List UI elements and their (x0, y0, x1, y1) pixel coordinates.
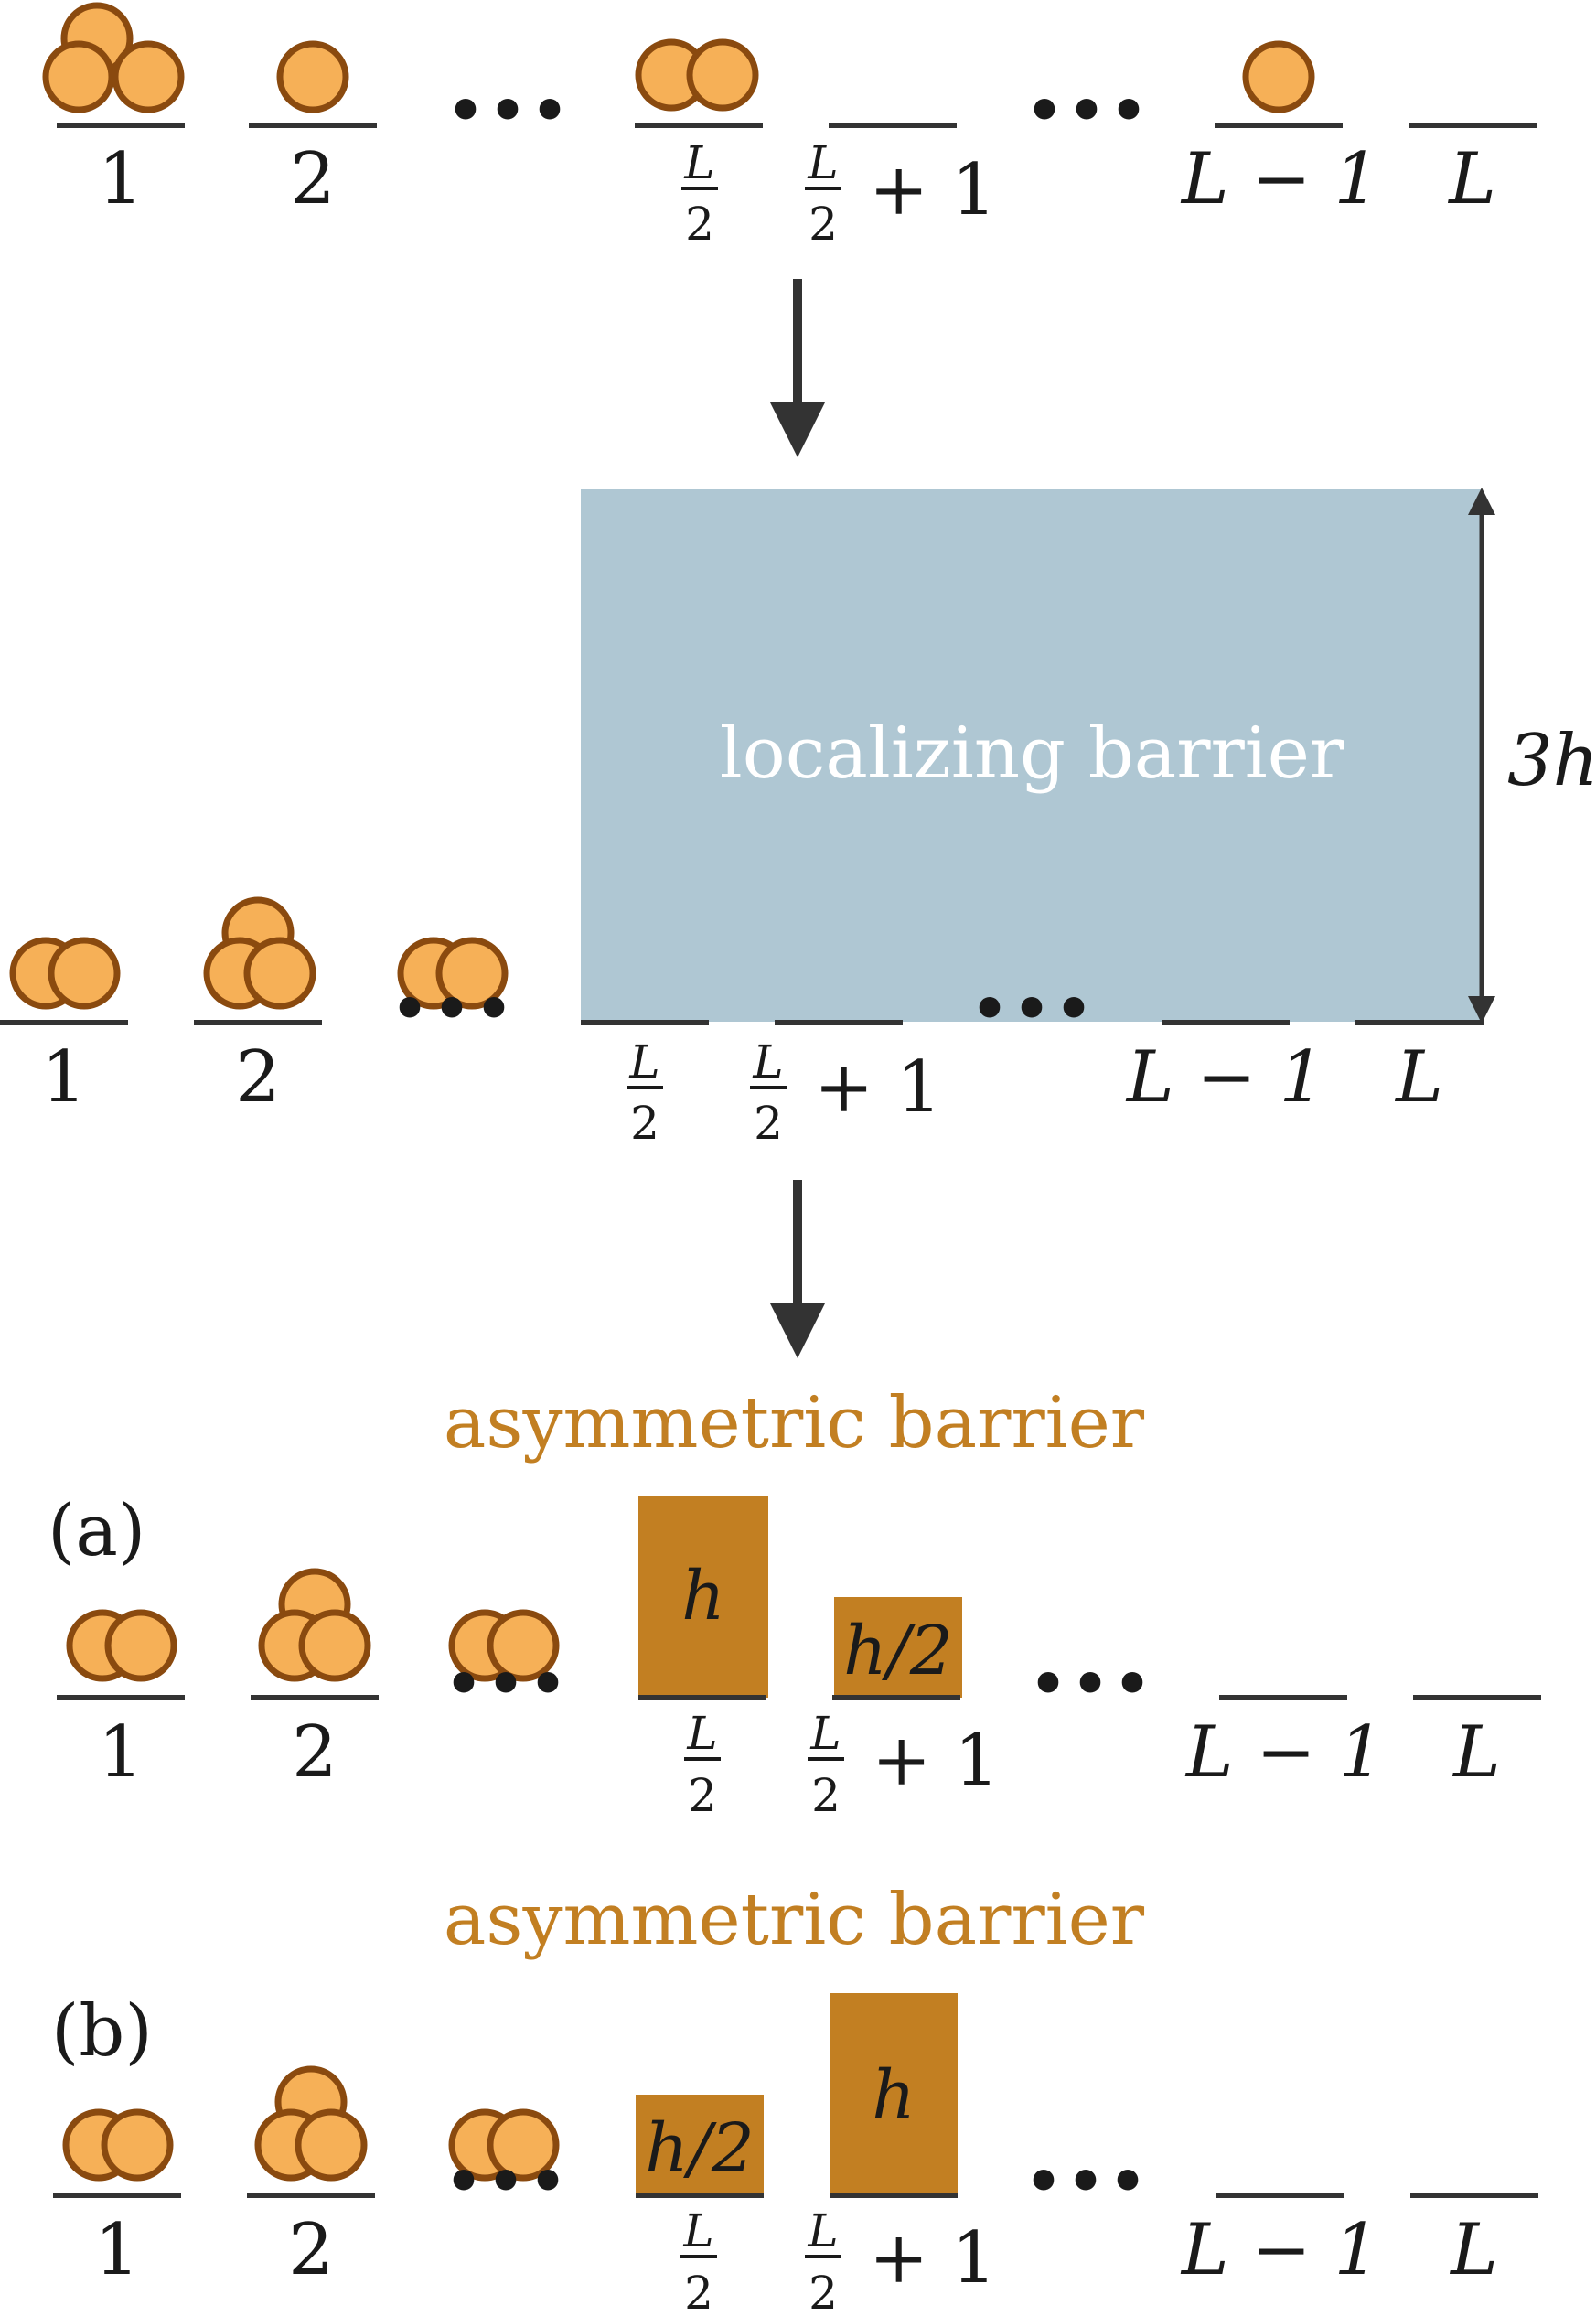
panel-a: asymmetric barrier (a) 1 2 ••• h L 2 h/2 (48, 1382, 1541, 1822)
site-1-particles (42, 2, 185, 113)
svg-text:L: L (686, 1707, 717, 1760)
ellipsis: ••• (969, 969, 1095, 1051)
particle (48, 937, 121, 1010)
svg-text:L: L (683, 136, 714, 189)
particle (101, 2108, 174, 2182)
svg-text:L: L (807, 2204, 838, 2257)
barrier-h-box (638, 1496, 768, 1698)
site-half-label: L 2 (684, 1707, 721, 1822)
particle (487, 2108, 560, 2182)
particle (298, 1609, 371, 1682)
panel-b-label: (b) (51, 1990, 153, 2073)
svg-text:L: L (752, 1035, 783, 1088)
site-l-label: L (1394, 1036, 1443, 1119)
ellipsis: ••• (1027, 1644, 1153, 1726)
svg-text:L: L (809, 1707, 841, 1760)
particle (435, 937, 509, 1010)
svg-text:+ 1: + 1 (872, 1720, 1000, 1802)
site-2-label: 2 (288, 2209, 334, 2291)
particle (487, 1609, 560, 1682)
svg-text:+ 1: + 1 (869, 149, 997, 231)
row2-localizing-barrier: localizing barrier 3h 1 2 ••• L 2 L (0, 488, 1596, 1150)
barrier-h-label: h (872, 2056, 916, 2135)
site-2-label: 2 (290, 138, 336, 220)
site-1-label: 1 (41, 1036, 87, 1119)
svg-text:2: 2 (685, 198, 714, 251)
particle (295, 2108, 368, 2182)
svg-text:2: 2 (684, 2267, 713, 2316)
particle (104, 1609, 177, 1682)
svg-text:2: 2 (809, 2267, 838, 2316)
svg-text:L: L (807, 136, 838, 189)
svg-text:+ 1: + 1 (814, 1046, 942, 1129)
site-l-label: L (1447, 138, 1496, 220)
svg-text:+ 1: + 1 (869, 2217, 997, 2300)
site-l-label: L (1449, 2209, 1498, 2291)
barrier-height-label: 3h (1507, 720, 1596, 802)
asymmetric-barrier-title-a: asymmetric barrier (444, 1382, 1145, 1464)
panel-b: asymmetric barrier (b) 1 2 ••• h/2 L 2 h (51, 1879, 1538, 2316)
ellipsis: ••• (389, 969, 515, 1051)
svg-text:2: 2 (754, 1097, 783, 1150)
site-l-minus-1-label: L − 1 (1184, 1711, 1384, 1794)
svg-text:L: L (682, 2204, 713, 2257)
svg-text:2: 2 (630, 1097, 659, 1150)
particle (243, 937, 316, 1010)
site-half-plus-1-label: L 2 + 1 (805, 2204, 997, 2316)
site-l-minus-1-label: L − 1 (1180, 138, 1379, 220)
barrier-h-label: h (681, 1557, 725, 1635)
svg-text:2: 2 (809, 198, 838, 251)
particle (686, 38, 759, 112)
barrier-h-half-box (636, 2095, 764, 2195)
svg-text:L: L (628, 1035, 659, 1088)
barrier-h-half-label: h/2 (843, 1612, 953, 1690)
particle (1242, 40, 1315, 113)
ellipsis: ••• (443, 1644, 569, 1726)
particle (276, 40, 349, 113)
asymmetric-barrier-title-b: asymmetric barrier (444, 1879, 1145, 1961)
particle (112, 40, 185, 113)
barrier-h-box (830, 1993, 958, 2195)
panel-a-label: (a) (48, 1490, 145, 1572)
barrier-h-half-box (834, 1597, 962, 1698)
site-half-plus-1-label: L 2 + 1 (805, 136, 997, 251)
ellipsis: ••• (1023, 70, 1150, 153)
particle (42, 40, 115, 113)
localizing-barrier-label: localizing barrier (720, 713, 1344, 795)
site-half-label: L 2 (627, 1035, 663, 1150)
site-2-label: 2 (235, 1036, 281, 1119)
site-1-label: 1 (98, 138, 144, 220)
site-1-label: 1 (98, 1711, 144, 1794)
ellipsis: ••• (1023, 2141, 1149, 2224)
ellipsis: ••• (443, 2141, 569, 2224)
site-half-plus-1-label: L 2 + 1 (808, 1707, 1000, 1822)
site-l-label: L (1451, 1711, 1501, 1794)
site-1-label: 1 (94, 2209, 140, 2291)
site-l-minus-1-label: L − 1 (1125, 1036, 1324, 1119)
site-l-minus-1-label: L − 1 (1180, 2209, 1379, 2291)
localizing-barrier-box (581, 489, 1482, 1022)
row1-initial-state: 1 2 ••• L 2 L 2 + 1 ••• L − 1 (42, 2, 1537, 251)
site-half-label: L 2 (681, 136, 718, 251)
ellipsis: ••• (445, 70, 571, 153)
site-half-label: L 2 (680, 2204, 717, 2316)
svg-text:2: 2 (688, 1769, 717, 1822)
barrier-h-half-label: h/2 (645, 2109, 755, 2188)
site-2-label: 2 (292, 1711, 337, 1794)
svg-text:2: 2 (811, 1769, 841, 1822)
site-half-plus-1-label: L 2 + 1 (750, 1035, 942, 1150)
